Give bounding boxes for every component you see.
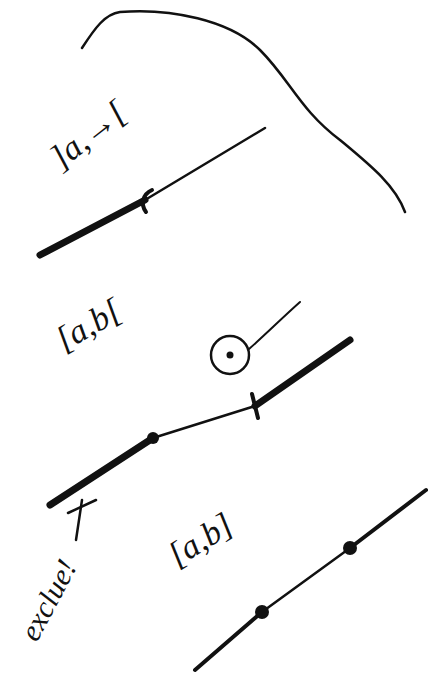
- closed-point: [255, 605, 269, 619]
- thick-segment: [195, 612, 262, 670]
- closed-point: [343, 541, 357, 555]
- thin-line: [262, 548, 350, 612]
- thick-segment: [350, 490, 426, 548]
- region-outline: [82, 11, 405, 212]
- interval-label: ]a,→[: [44, 95, 133, 175]
- bracket-mark: [143, 190, 152, 212]
- thick-segment: [50, 438, 153, 505]
- interval-label: [a,b[: [50, 293, 127, 357]
- thick-ray: [40, 200, 145, 255]
- interval-label: [a,b]: [162, 507, 239, 572]
- closed-point: [147, 432, 159, 444]
- open-mark: [252, 394, 258, 418]
- note-label: exclue!: [14, 555, 81, 646]
- thin-line: [145, 128, 265, 200]
- open-point-circle: [211, 336, 249, 374]
- leader-line: [68, 500, 96, 513]
- thick-segment: [255, 340, 350, 406]
- thin-line: [153, 406, 255, 438]
- open-point-dot: [227, 352, 234, 359]
- callout-line: [249, 302, 300, 349]
